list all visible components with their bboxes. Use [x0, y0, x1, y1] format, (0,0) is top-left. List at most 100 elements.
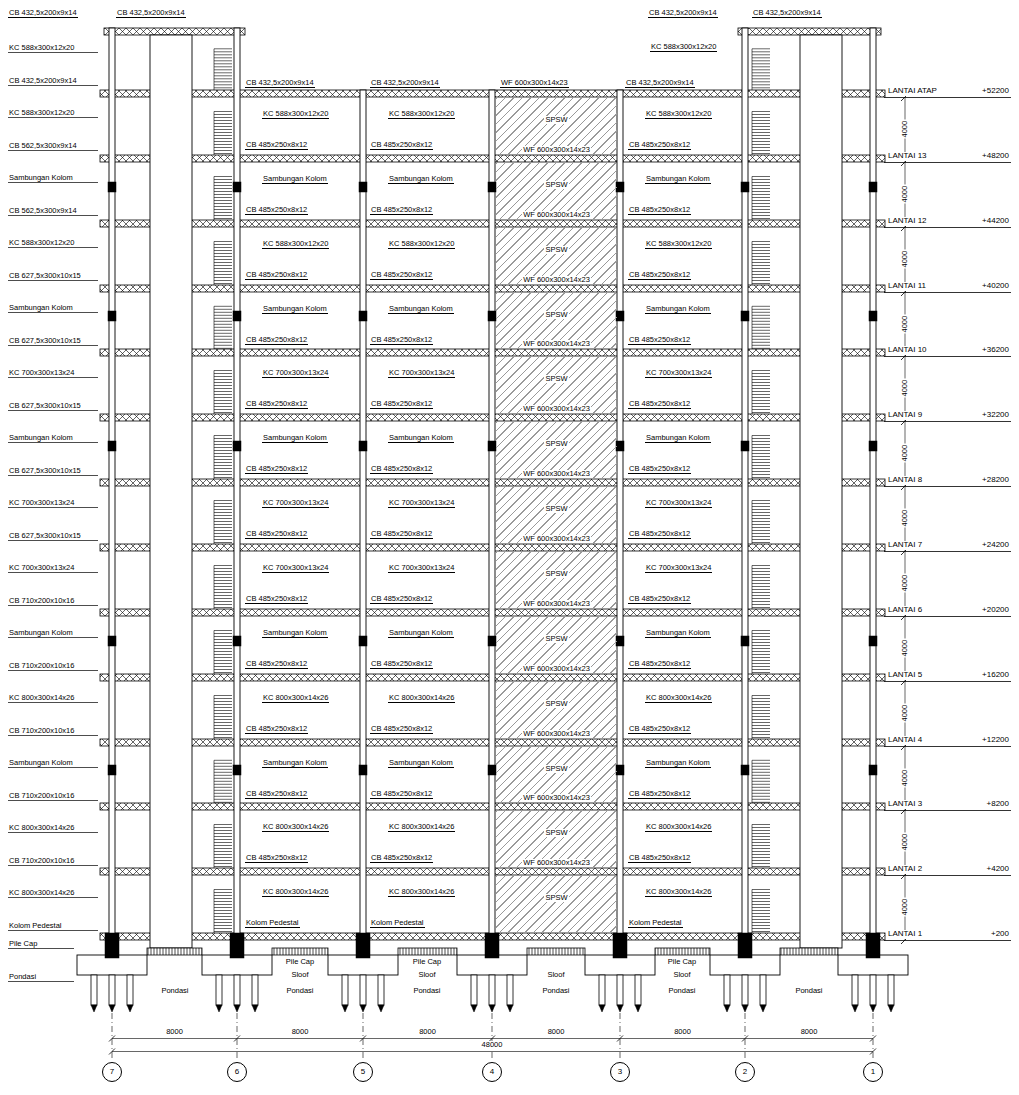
pile-tip	[234, 1005, 240, 1012]
column-splice	[869, 311, 877, 321]
column-pedestal	[105, 933, 119, 958]
member-label: Sambungan Kolom	[388, 175, 454, 184]
pile-tip	[724, 1005, 730, 1012]
column-splice	[233, 182, 241, 192]
sloof-beam	[655, 948, 710, 955]
member-label: Sambungan Kolom	[645, 305, 711, 314]
leader-line	[8, 52, 98, 53]
member-label: CB 485x250x8x12	[370, 271, 433, 280]
level-elevation: +12200	[981, 736, 1010, 745]
leader-line	[8, 735, 98, 736]
leader-line	[8, 280, 98, 281]
stair-flight	[214, 696, 232, 740]
column-splice	[108, 765, 116, 775]
member-label: CB 485x250x8x12	[245, 725, 308, 734]
member-label: CB 485x250x8x12	[245, 141, 308, 150]
member-label: CB 627,5x300x10x15	[8, 337, 82, 345]
level-line	[884, 97, 1011, 98]
member-label: KC 800x300x14x26	[262, 823, 329, 832]
steel-column	[617, 90, 623, 940]
grid-bubble: 2	[735, 1062, 755, 1082]
stair-flight	[752, 436, 770, 480]
column-splice	[359, 441, 367, 451]
member-label: CB 485x250x8x12	[628, 790, 691, 799]
member-label: CB 485x250x8x12	[245, 660, 308, 669]
pile-tip	[378, 1005, 384, 1012]
leader-line	[8, 897, 98, 898]
roof-slab	[104, 28, 245, 35]
member-label: CB 432,5x200x9x14	[752, 9, 822, 18]
sloof-beam	[398, 948, 457, 955]
pile-tip	[471, 1005, 477, 1012]
column-splice	[233, 311, 241, 321]
pile	[378, 975, 384, 1005]
column-splice	[359, 636, 367, 646]
leader-line	[8, 150, 98, 151]
level-elevation: +24200	[981, 541, 1010, 550]
stair-flight	[214, 306, 232, 349]
pile	[888, 975, 894, 1005]
panel-label: SPSW	[544, 700, 568, 708]
shear-wall-panel: SPSWWF 600x300x14x23	[496, 293, 617, 349]
level-name: LANTAI 5	[887, 671, 923, 680]
member-label: Kolom Pedestal	[245, 919, 300, 928]
steel-column	[109, 28, 115, 940]
beam-label: WF 600x300x14x23	[522, 859, 591, 867]
pile	[742, 975, 748, 1005]
leader-line	[8, 85, 98, 86]
stair-flight	[214, 890, 232, 934]
member-label: WF 600x300x14x23	[500, 79, 569, 88]
leader-line	[8, 247, 98, 248]
column-splice	[616, 182, 624, 192]
shear-wall-panel: SPSWWF 600x300x14x23	[496, 487, 617, 544]
storey-height: 4000	[901, 898, 909, 917]
member-label: CB 485x250x8x12	[628, 206, 691, 215]
level-name: LANTAI 3	[887, 800, 923, 809]
member-label: Sambungan Kolom	[262, 175, 328, 184]
panel-label: SPSW	[544, 505, 568, 513]
lift-shaft	[800, 35, 842, 948]
member-label: CB 485x250x8x12	[370, 400, 433, 409]
member-label: Kolom Pedestal	[8, 922, 63, 930]
foundation-label: Pile Cap	[285, 958, 315, 966]
leader-line	[8, 605, 98, 606]
storey-height: 4000	[901, 250, 909, 269]
member-label: Sambungan Kolom	[8, 629, 74, 637]
storey-height: 4000	[901, 574, 909, 593]
steel-column	[489, 90, 495, 940]
grid-bubble: 5	[353, 1062, 373, 1082]
member-label: Sambungan Kolom	[645, 759, 711, 768]
member-label: CB 562,5x300x9x14	[8, 207, 78, 215]
level-line	[884, 940, 1011, 941]
grid-bubble: 6	[227, 1062, 247, 1082]
leader-line	[8, 507, 98, 508]
foundation-label: Pile Cap	[8, 940, 38, 948]
stair-flight	[752, 631, 770, 675]
grid-number: 4	[490, 1068, 494, 1076]
member-label: KC 588x300x12x20	[8, 109, 75, 117]
stair-flight	[214, 825, 232, 869]
panel-label: SPSW	[544, 765, 568, 773]
leader-line	[8, 540, 98, 541]
level-line	[884, 681, 1011, 682]
shear-wall-panel: SPSWWF 600x300x14x23	[496, 98, 617, 155]
shear-wall-panel: SPSW	[496, 876, 617, 933]
member-label: CB 710x200x10x16	[8, 597, 75, 605]
column-pedestal	[485, 933, 499, 958]
beam-label: WF 600x300x14x23	[522, 146, 591, 154]
foundation-label: Pondasi	[160, 987, 189, 995]
member-label: CB 485x250x8x12	[628, 725, 691, 734]
member-label: CB 485x250x8x12	[245, 400, 308, 409]
member-label: CB 485x250x8x12	[370, 206, 433, 215]
foundation-label: Pondasi	[541, 987, 570, 995]
column-pedestal	[613, 933, 627, 958]
storey-height: 4000	[901, 833, 909, 852]
grid-bubble: 7	[102, 1062, 122, 1082]
leader-line	[8, 800, 98, 801]
member-label: CB 432,5x200x9x14	[116, 9, 186, 18]
pile-tip	[888, 1005, 894, 1012]
member-label: KC 588x300x12x20	[262, 110, 329, 119]
leader-line	[8, 410, 98, 411]
member-label: KC 800x300x14x26	[645, 823, 712, 832]
